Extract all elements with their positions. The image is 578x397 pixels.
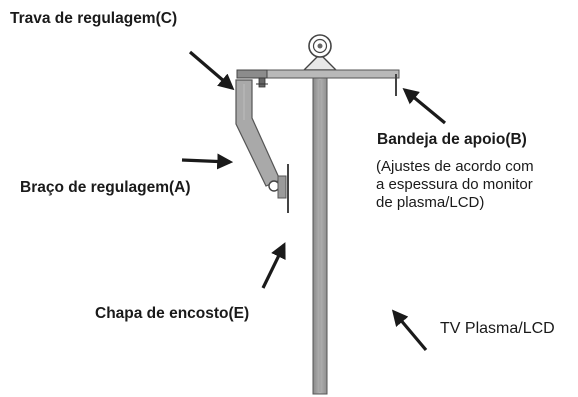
arrow-icon xyxy=(391,309,428,352)
label-bandeja-note-2: a espessura do monitor xyxy=(376,176,533,193)
label-bandeja-note-3: de plasma/LCD) xyxy=(376,194,485,211)
label-bandeja-note-1: (Ajustes de acordo com xyxy=(376,158,534,175)
arrow-icon xyxy=(181,153,234,170)
adjustment-arm xyxy=(235,79,281,187)
label-chapa-encosto: Chapa de encosto(E) xyxy=(95,305,250,322)
label-bandeja-apoio: Bandeja de apoio(B) xyxy=(377,131,527,148)
arrow-icon xyxy=(188,50,235,91)
label-trava-regulagem: Trava de regulagem(C) xyxy=(10,10,178,27)
support-tray xyxy=(236,69,400,96)
camera-icon xyxy=(302,34,338,71)
label-tv-plasma: TV Plasma/LCD xyxy=(440,320,555,337)
locking-screw xyxy=(256,77,268,88)
tv-panel xyxy=(312,75,328,395)
arrow-icon xyxy=(402,87,447,125)
back-plate xyxy=(268,164,289,213)
arrow-icon xyxy=(261,242,286,289)
label-braco-regulagem: Braço de regulagem(A) xyxy=(20,179,191,196)
